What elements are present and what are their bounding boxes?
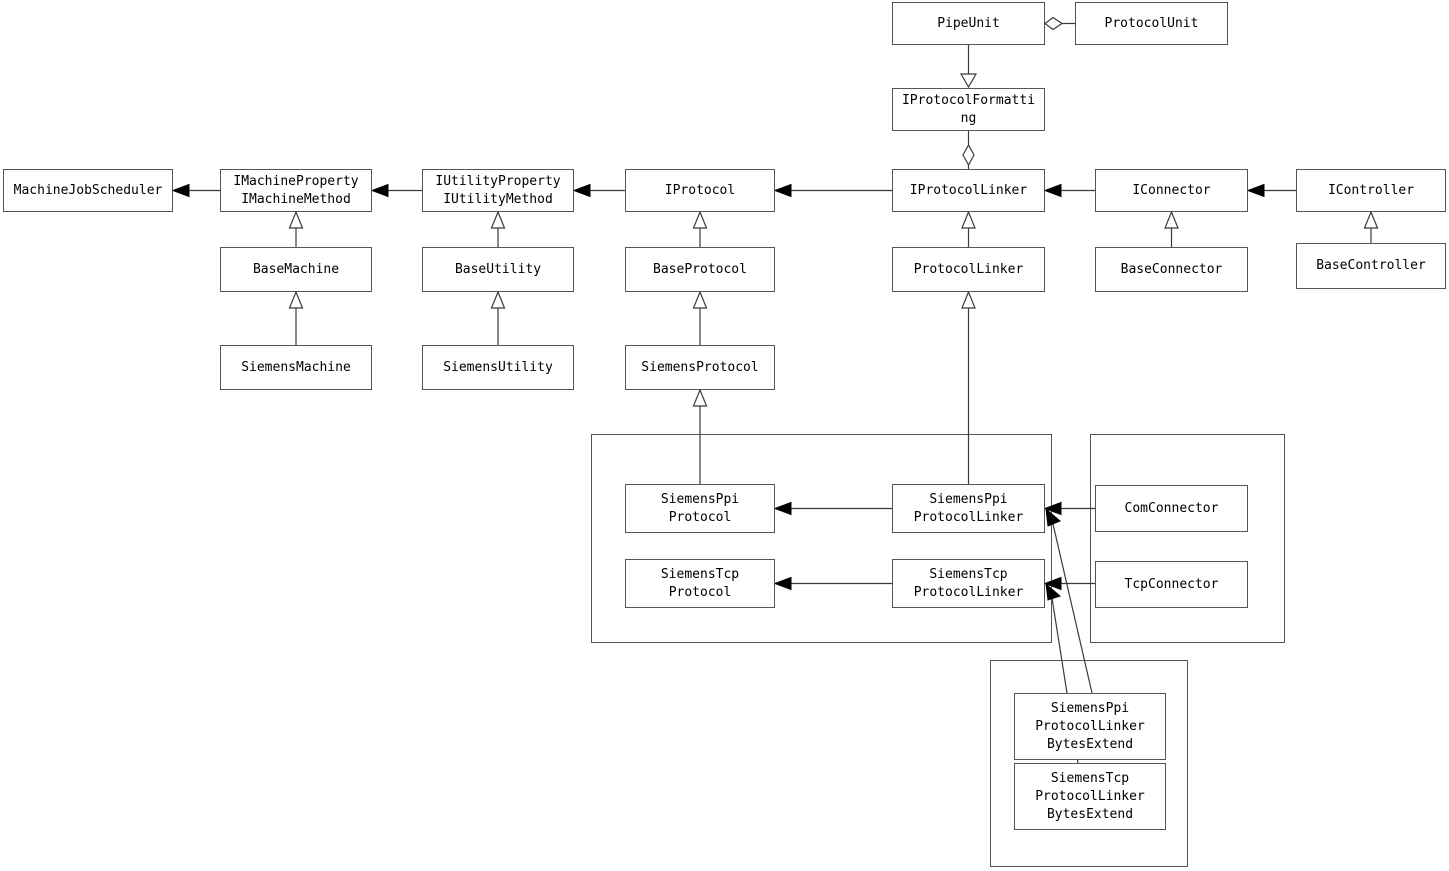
class-node-siemens-tcp-bytes-extend[interactable]: SiemensTcp ProtocolLinker BytesExtend [1014, 763, 1166, 830]
class-node-iprotocol-formatting[interactable]: IProtocolFormatti ng [892, 88, 1045, 131]
class-node-siemens-tcp-protocol[interactable]: SiemensTcp Protocol [625, 559, 775, 608]
edge-comconnector-ppilinker [1043, 501, 1095, 516]
edge-pipeunit-iprotocolformatting [959, 45, 978, 89]
class-node-machine-job-scheduler[interactable]: MachineJobScheduler [3, 169, 173, 212]
class-node-base-utility[interactable]: BaseUtility [422, 247, 574, 292]
class-node-siemens-protocol[interactable]: SiemensProtocol [625, 345, 775, 390]
edge-imachine-machinejobscheduler [171, 183, 220, 198]
edge-iprotocol-iutility [572, 183, 625, 198]
edge-icontroller-iconnector [1246, 183, 1296, 198]
class-node-siemens-tcp-protocol-linker[interactable]: SiemensTcp ProtocolLinker [892, 559, 1045, 608]
class-node-base-controller[interactable]: BaseController [1296, 243, 1446, 289]
class-node-iprotocol[interactable]: IProtocol [625, 169, 775, 212]
edge-iprotocollinker-iprotocol [773, 183, 892, 198]
class-node-siemens-ppi-bytes-extend[interactable]: SiemensPpi ProtocolLinker BytesExtend [1014, 693, 1166, 760]
group-siemens-protocols [591, 434, 1052, 643]
class-node-iutility-property[interactable]: IUtilityProperty IUtilityMethod [422, 169, 574, 212]
class-node-protocol-unit[interactable]: ProtocolUnit [1075, 2, 1228, 45]
edge-baseprotocol-iprotocol [692, 210, 708, 247]
edge-protocollinker-iprotocollinker [961, 210, 976, 247]
edge-iprotocollinker-iprotocolformatting [962, 131, 975, 169]
class-node-iconnector[interactable]: IConnector [1095, 169, 1248, 212]
class-node-base-protocol[interactable]: BaseProtocol [625, 247, 775, 292]
class-node-siemens-ppi-protocol[interactable]: SiemensPpi Protocol [625, 484, 775, 533]
class-node-base-connector[interactable]: BaseConnector [1095, 247, 1248, 292]
class-node-imachine-property[interactable]: IMachineProperty IMachineMethod [220, 169, 372, 212]
class-node-iprotocol-linker[interactable]: IProtocolLinker [892, 169, 1045, 212]
class-node-com-connector[interactable]: ComConnector [1095, 485, 1248, 532]
edge-siemensprotocol-baseprotocol [692, 290, 708, 345]
class-node-icontroller[interactable]: IController [1296, 169, 1446, 212]
class-node-siemens-ppi-protocol-linker[interactable]: SiemensPpi ProtocolLinker [892, 484, 1045, 533]
edge-siemensmachine-basemachine [288, 290, 304, 345]
edge-protocolunit-pipeunit [1044, 16, 1075, 31]
class-node-siemens-utility[interactable]: SiemensUtility [422, 345, 574, 390]
edge-basemachine-imachine [288, 210, 304, 247]
edge-tcpconnector-tcplinker [1043, 576, 1095, 591]
class-node-siemens-machine[interactable]: SiemensMachine [220, 345, 372, 390]
class-node-base-machine[interactable]: BaseMachine [220, 247, 372, 292]
edge-basecontroller-icontroller [1363, 210, 1379, 243]
edge-baseutility-iutility [490, 210, 506, 247]
group-connectors [1090, 434, 1285, 643]
class-node-tcp-connector[interactable]: TcpConnector [1095, 561, 1248, 608]
edge-iconnector-iprotocollinker [1043, 183, 1095, 198]
class-node-protocol-linker[interactable]: ProtocolLinker [892, 247, 1045, 292]
class-node-pipe-unit[interactable]: PipeUnit [892, 2, 1045, 45]
edge-iutility-imachine [370, 183, 422, 198]
edge-siemensutility-baseutility [490, 290, 506, 345]
edge-baseconnector-iconnector [1164, 210, 1179, 247]
